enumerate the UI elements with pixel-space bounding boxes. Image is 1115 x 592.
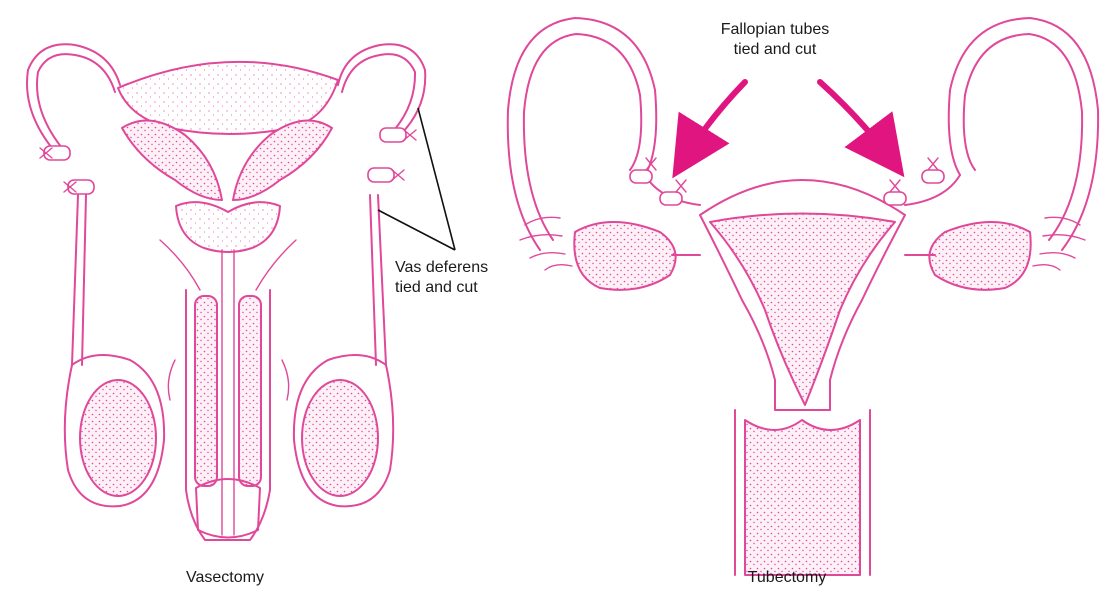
vas-label-line1: Vas deferens xyxy=(395,258,488,278)
arrow-right-tube xyxy=(820,82,890,158)
vaginal-canal xyxy=(745,420,860,575)
corpus-cavernosum-right xyxy=(239,296,261,486)
glans xyxy=(196,479,260,538)
testis-right xyxy=(302,380,378,496)
fimbriae-left xyxy=(520,217,572,270)
fallopian-label-line1: Fallopian tubes xyxy=(690,20,860,40)
fallopian-tube-left-inner xyxy=(524,34,641,240)
urethra xyxy=(222,250,234,535)
fallopian-tube-left xyxy=(508,18,656,250)
tubectomy-caption: Tubectomy xyxy=(722,568,852,588)
vas-deferens-left-inner xyxy=(37,54,115,365)
vas-deferens-left xyxy=(27,44,120,365)
ligature-tie-male xyxy=(40,128,416,194)
uterine-cavity xyxy=(710,214,895,406)
corpus-cavernosum-left xyxy=(195,296,217,486)
ovary-left xyxy=(574,222,675,290)
vas-label-line2: tied and cut xyxy=(395,278,488,298)
testis-left xyxy=(80,380,156,496)
arrow-left-tube xyxy=(685,82,745,158)
vasectomy-caption: Vasectomy xyxy=(160,568,290,588)
ovary-right xyxy=(929,222,1030,290)
prostate-gland xyxy=(176,202,280,252)
fallopian-label-line2: tied and cut xyxy=(690,40,860,60)
fallopian-label: Fallopian tubes tied and cut xyxy=(690,20,860,60)
vas-deferens-label: Vas deferens tied and cut xyxy=(395,258,488,298)
fallopian-tube-right-inner xyxy=(964,34,1082,240)
fallopian-tube-right xyxy=(949,18,1098,250)
female-reproductive-system xyxy=(508,18,1098,575)
male-reproductive-system xyxy=(27,44,455,540)
